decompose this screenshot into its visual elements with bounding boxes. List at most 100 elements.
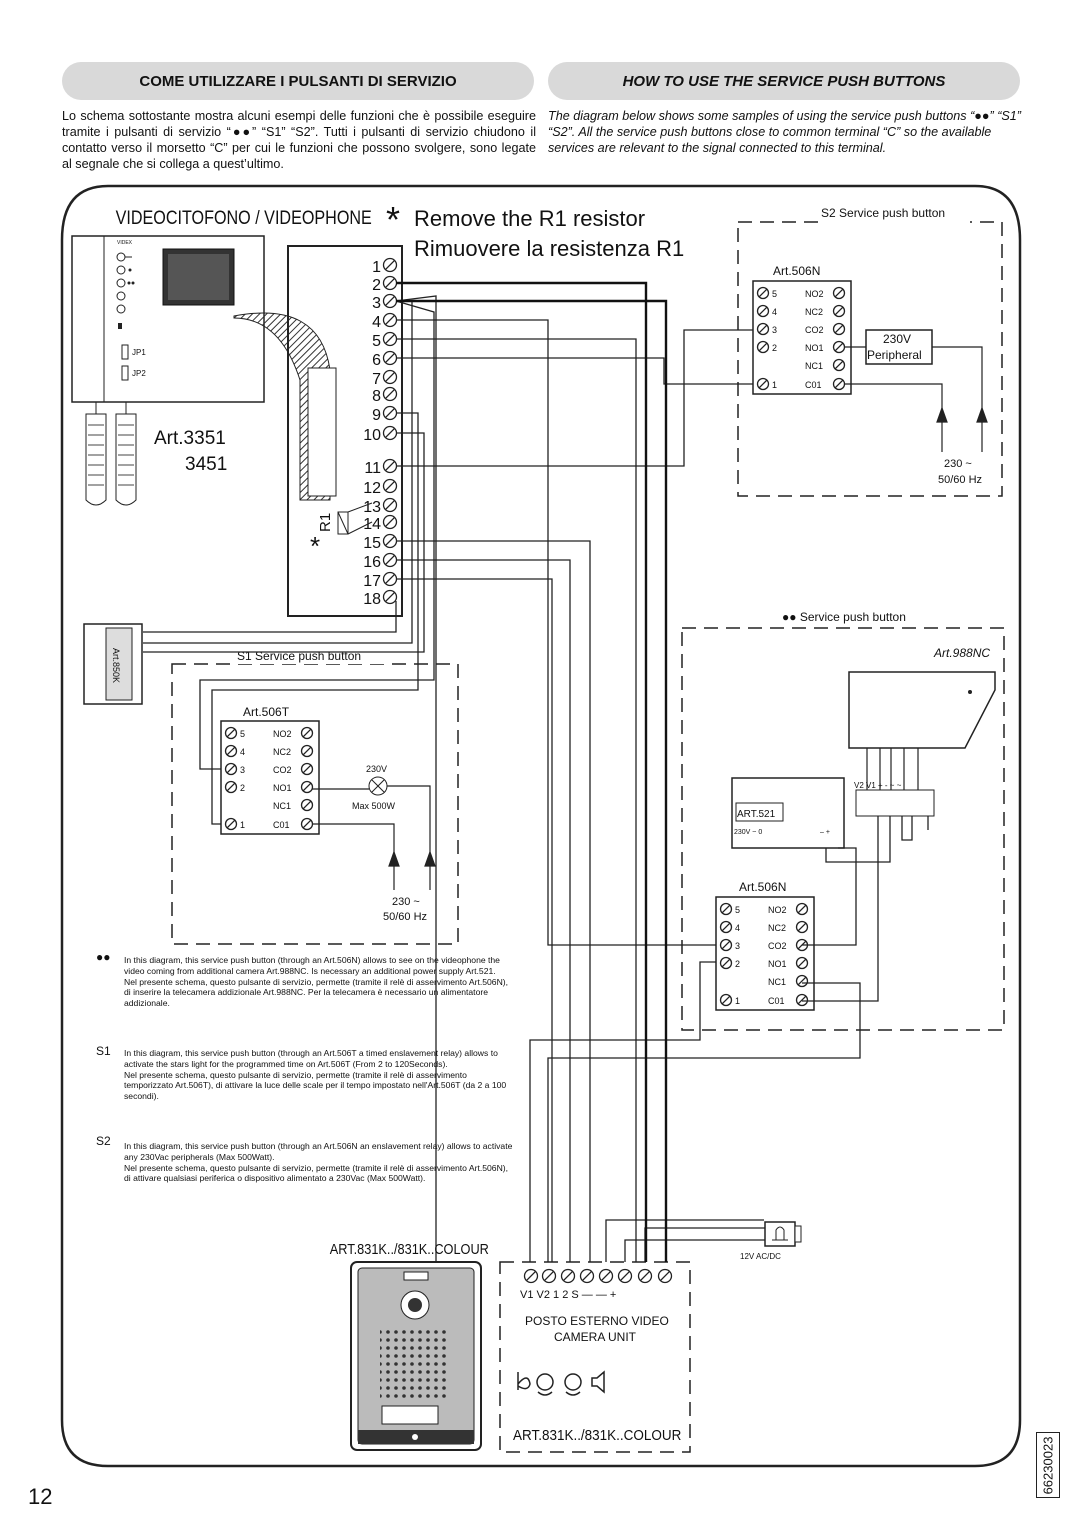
dd-service-box [681, 627, 1005, 1031]
terminal-label-9: 9 [372, 407, 381, 424]
svg-text:Art.988NC: Art.988NC [933, 646, 990, 660]
svg-text:V1 V2 1 2 S — — +: V1 V2 1 2 S — — + [520, 1289, 616, 1301]
panel-icons [517, 1370, 605, 1396]
svg-text:230V: 230V [883, 332, 911, 346]
relay-506t-left-label-2: 2 [240, 783, 245, 793]
terminal-label-5: 5 [372, 333, 381, 350]
videophone-terminal-block [287, 245, 403, 617]
wire-22 [901, 816, 913, 841]
camera-art988nc [848, 671, 996, 749]
relay-506n-top-right-label-no2: NO2 [805, 289, 824, 299]
svg-text:230 ~: 230 ~ [944, 458, 972, 470]
wire-19 [624, 1239, 765, 1262]
wire-10 [396, 329, 753, 467]
relay-506t-right-label-nc2: NC2 [273, 747, 291, 757]
svg-text:CAMERA UNIT: CAMERA UNIT [554, 1330, 637, 1344]
note-dd-text: In this diagram, this service push butto… [124, 955, 509, 1009]
svg-text:50/60 Hz: 50/60 Hz [938, 474, 982, 486]
wire-9 [211, 412, 419, 825]
relay-506t-right-label-co2: CO2 [273, 765, 292, 775]
relay-506n-bot-right-label-nc2: NC2 [768, 923, 786, 933]
videophone-title: VIDEOCITOFONO / VIDEOPHONE [116, 207, 372, 229]
wire-1 [143, 601, 397, 633]
relay-506n-top-left-label-4: 4 [772, 307, 777, 317]
document-number: 66230023 [1036, 1432, 1060, 1498]
relay-art506t [220, 720, 320, 835]
remove-asterisk: * [386, 199, 400, 240]
lamp: 230V Max 500W [352, 764, 396, 811]
terminal-label-14: 14 [363, 516, 381, 533]
terminal-label-8: 8 [372, 388, 381, 405]
relay-506t-left-label-4: 4 [240, 747, 245, 757]
svg-text:230V: 230V [366, 764, 387, 774]
terminal-label-18: 18 [363, 591, 381, 608]
relay-506n-bot-left-label-5: 5 [735, 905, 740, 915]
wire-12 [396, 559, 571, 1262]
wire-16 [825, 816, 891, 863]
relay-506t-right-label-no1: NO1 [273, 783, 292, 793]
svg-text:Art.506N: Art.506N [739, 880, 786, 894]
relay-506n-top-right-label-c01: C01 [805, 380, 822, 390]
relay-506n-bot-right-label-co2: CO2 [768, 941, 787, 951]
terminal-label-2: 2 [372, 277, 381, 294]
svg-text:Art.850K: Art.850K [111, 648, 121, 683]
peripheral [865, 329, 933, 365]
relay-506t-right-label-c01: C01 [273, 820, 290, 830]
svg-text:POSTO ESTERNO VIDEO: POSTO ESTERNO VIDEO [525, 1314, 669, 1328]
videophone-unit: VIDEX JP1 JP2 Art.3351 3451 [71, 235, 265, 506]
relay-art506n-top [752, 280, 852, 395]
wire-3 [143, 432, 425, 653]
svg-text:JP2: JP2 [132, 369, 146, 378]
svg-text:Art.506T: Art.506T [243, 705, 290, 719]
svg-text:Peripheral: Peripheral [867, 348, 922, 362]
power-wire-1 [396, 281, 648, 1262]
diagram-frame [60, 184, 1022, 1468]
psu-art521: ART.521 230V ~ 0 – + [731, 777, 845, 849]
terminal-label-1: 1 [372, 259, 381, 276]
wire-21 [605, 1219, 764, 1262]
terminal-label-3: 3 [372, 295, 381, 312]
relay-506n-top-left-label-2: 2 [772, 343, 777, 353]
relay-506n-top-left-label-5: 5 [772, 289, 777, 299]
cam-terminal-strip [855, 789, 935, 817]
dd-box-label: ●● Service push button [782, 610, 906, 624]
wire-6 [396, 319, 716, 946]
outdoor-panel-module [499, 1261, 691, 1453]
italian-section-title: COME UTILIZZARE I PULSANTI DI SERVIZIO [62, 62, 534, 100]
wire-4 [395, 295, 437, 1262]
note-s1-mark: S1 [96, 1044, 111, 1058]
wire-13 [396, 578, 553, 1262]
relay-506n-bot-right-label-c01: C01 [768, 996, 785, 1006]
svg-text:Max 500W: Max 500W [352, 801, 396, 811]
note-dd-mark: ●● [96, 950, 111, 964]
remove-r1-it: Rimuovere la resistenza R1 [414, 236, 684, 261]
note-s2-mark: S2 [96, 1134, 111, 1148]
terminal-label-11: 11 [364, 460, 381, 477]
relay-506n-top-right-label-nc2: NC2 [805, 307, 823, 317]
r1-resistor: R1 * [310, 502, 373, 561]
relay-506n-bot-left-label-1: 1 [735, 996, 740, 1006]
outdoor-panel-front [350, 1261, 482, 1451]
relay-506n-bot-left-label-4: 4 [735, 923, 740, 933]
relay-506n-top-right-label-nc1: NC1 [805, 361, 823, 371]
wire-5 [199, 300, 435, 770]
relay-506t-left-label-1: 1 [240, 820, 245, 830]
svg-text:12V AC/DC: 12V AC/DC [740, 1252, 781, 1261]
relay-506t-left-label-3: 3 [240, 765, 245, 775]
terminal-label-12: 12 [363, 480, 381, 497]
terminal-label-17: 17 [363, 573, 381, 590]
svg-text:– +: – + [820, 829, 830, 836]
relay-506n-top-right-label-no1: NO1 [805, 343, 824, 353]
panel-title-left: ART.831K../831K..COLOUR [330, 1240, 489, 1257]
wire-11 [396, 540, 591, 1262]
svg-text:Art.506N: Art.506N [773, 264, 820, 278]
relay-506n-bot-left-label-2: 2 [735, 959, 740, 969]
terminal-label-7: 7 [372, 371, 381, 388]
note-s1-text: In this diagram, this service push butto… [124, 1048, 507, 1102]
wire-7 [396, 338, 637, 1262]
power-wire-2 [396, 299, 668, 1262]
videophone-model-b: 3451 [185, 454, 227, 475]
svg-text:R1: R1 [317, 513, 334, 532]
